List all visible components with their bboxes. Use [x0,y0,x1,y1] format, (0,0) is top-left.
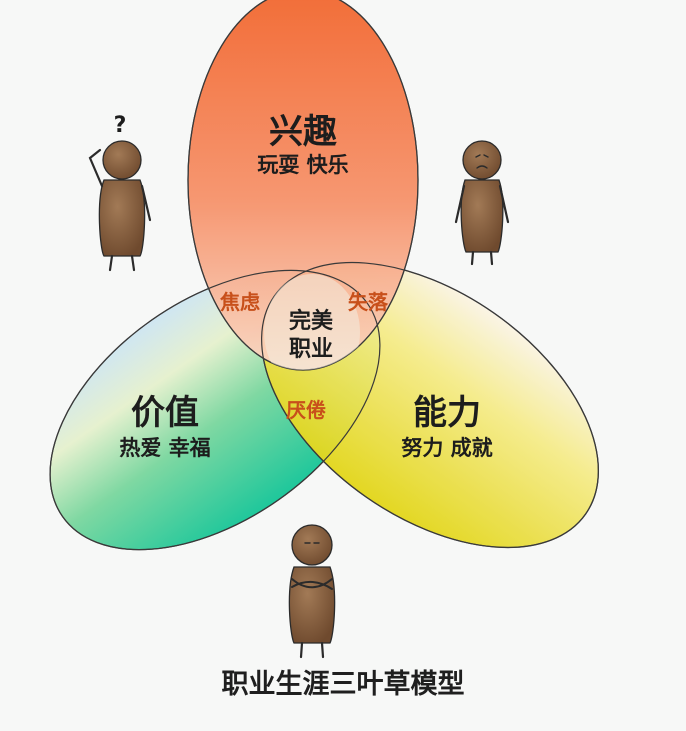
question-mark: ? [114,113,127,138]
center-label-line2: 职业 [289,337,333,362]
loss-label: 失落 [348,290,389,314]
value-title: 价值 [131,393,199,433]
diagram-caption: 职业生涯三叶草模型 [221,669,465,700]
sad-person-figure [454,140,510,266]
interest-title: 兴趣 [269,112,337,152]
ability-subtitle: 努力 成就 [401,436,492,460]
bored-person-figure [288,524,336,659]
anxiety-label: 焦虑 [220,290,260,314]
center-region [264,274,360,370]
interest-subtitle: 玩耍 快乐 [257,153,348,177]
center-label-line1: 完美 [289,308,334,334]
confused-person-figure: ? [88,113,152,272]
boredom-label: 厌倦 [286,398,326,422]
value-subtitle: 热爱 幸福 [119,436,210,460]
ability-title: 能力 [413,393,481,433]
